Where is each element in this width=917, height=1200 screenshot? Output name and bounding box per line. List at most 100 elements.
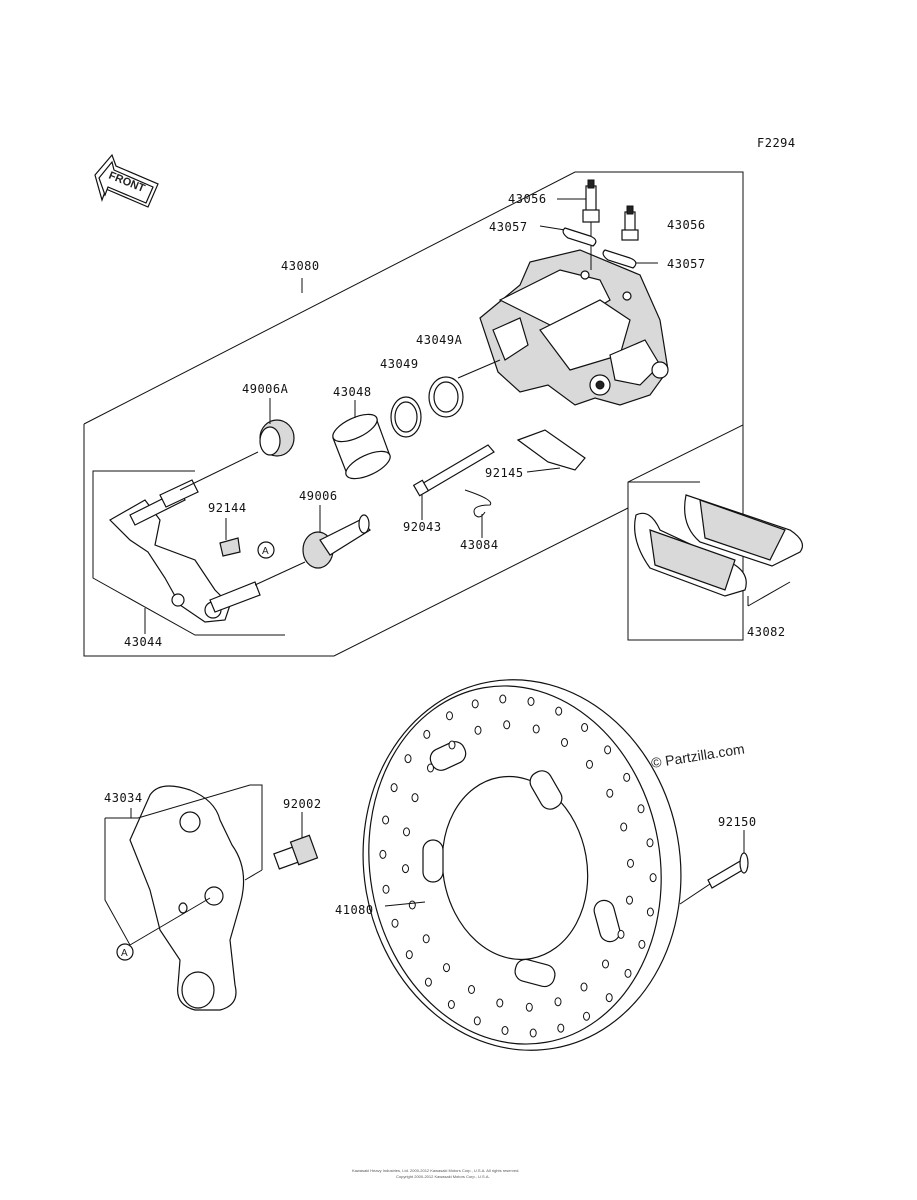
copyright-text: © Partzilla.com — [650, 740, 746, 771]
label-43049: 43049 — [380, 357, 419, 371]
label-43057b: 43057 — [667, 257, 706, 271]
label-92144: 92144 — [208, 501, 247, 515]
disc-hole — [382, 815, 390, 825]
disc-bolt — [707, 830, 749, 889]
boot-49006 — [302, 514, 371, 569]
label-92043: 92043 — [403, 520, 442, 534]
reference-marker-a-2-label: A — [121, 948, 128, 959]
mount-bolt — [273, 812, 319, 870]
disc-hole — [525, 1002, 533, 1012]
disc-hole — [499, 694, 507, 704]
footer-line-1: Kawasaki Heavy Industries, Ltd. 2000-201… — [352, 1168, 519, 1173]
caliper-mount-bracket — [129, 785, 245, 1011]
disc-hole — [627, 858, 634, 868]
disc-hole — [646, 838, 654, 848]
bracket-outline — [92, 470, 285, 636]
label-43084: 43084 — [460, 538, 499, 552]
caliper-bracket — [109, 451, 306, 623]
label-43080: 43080 — [281, 259, 320, 273]
brake-pad-set — [634, 494, 803, 607]
disc-hole — [405, 950, 413, 960]
bleeder-valve-1 — [582, 179, 600, 270]
bleeder-valve-2 — [621, 205, 639, 241]
pad-spring — [516, 429, 586, 471]
disc-hole — [637, 804, 645, 814]
caliper-assembly-outline-lower — [83, 424, 629, 657]
disc-hole — [382, 884, 390, 894]
disc-hole — [408, 900, 416, 910]
disc-hole — [403, 827, 410, 837]
disc-hole — [586, 759, 593, 769]
disc-hole — [473, 1016, 481, 1026]
boot-49006a — [259, 419, 295, 457]
disc-hole — [390, 783, 398, 793]
bleeder-cap-1 — [562, 227, 597, 247]
figure-code: F2294 — [757, 136, 796, 150]
disc-hole — [561, 738, 568, 747]
disc-hole — [404, 754, 412, 764]
disc-hole — [447, 1000, 455, 1009]
disc-hole — [624, 968, 632, 978]
caliper-assembly-outline — [83, 171, 744, 641]
leader-lines — [129, 278, 711, 946]
label-43056a: 43056 — [508, 192, 547, 206]
reference-marker-a-1-label: A — [262, 546, 269, 557]
label-43044: 43044 — [124, 635, 163, 649]
label-43034: 43034 — [104, 791, 143, 805]
disc-hole — [604, 745, 612, 755]
disc-hole — [581, 723, 589, 732]
label-43048: 43048 — [333, 385, 372, 399]
disc-hole — [446, 711, 453, 721]
disc-hole — [606, 788, 614, 798]
disc-hole — [422, 934, 430, 944]
brake-disc — [362, 679, 682, 1051]
disc-hole — [626, 895, 633, 905]
disc-hole — [617, 929, 625, 939]
label-92145: 92145 — [485, 466, 524, 480]
part-labels: 43056 43056 43057 43057 43080 43049A 430… — [104, 192, 785, 917]
disc-hole — [391, 918, 399, 928]
label-49006a: 49006A — [242, 382, 289, 396]
disc-hole — [583, 1011, 590, 1021]
disc-hole — [501, 1026, 509, 1035]
reference-marker-a-2 — [116, 943, 134, 961]
label-49006: 49006 — [299, 489, 338, 503]
front-arrow-icon: FRONT — [94, 153, 159, 208]
disc-hole — [557, 1023, 565, 1033]
disc-hole — [471, 699, 479, 709]
mount-outline-2 — [105, 784, 263, 870]
label-41080: 41080 — [335, 903, 374, 917]
disc-hole — [602, 959, 609, 969]
disc-hole — [427, 763, 434, 773]
disc-hole — [379, 849, 387, 859]
piston — [332, 413, 391, 480]
bleeder-cap-2 — [602, 249, 637, 269]
disc-hole — [503, 720, 511, 730]
disc-hole — [649, 873, 657, 883]
disc-hole — [580, 982, 588, 992]
disc-hole — [468, 985, 475, 994]
slide-pin — [412, 444, 495, 497]
pad-retainer — [219, 537, 241, 557]
footer-line-2: Copyright 2000-2012 Kawasaki Motors Corp… — [396, 1174, 490, 1179]
disc-hole — [423, 729, 431, 739]
disc-hole — [529, 1028, 537, 1038]
disc-hole — [532, 724, 540, 734]
label-92150: 92150 — [718, 815, 757, 829]
label-43057a: 43057 — [489, 220, 528, 234]
disc-hole — [623, 772, 631, 782]
caliper-body — [457, 249, 669, 406]
disc-hole — [496, 998, 504, 1008]
disc-hole — [448, 740, 456, 750]
disc-hole — [605, 993, 613, 1003]
label-92002: 92002 — [283, 797, 322, 811]
disc-hole — [554, 997, 562, 1007]
disc-hole — [638, 939, 646, 949]
disc-hole — [402, 864, 409, 874]
mount-outline — [104, 818, 131, 946]
label-43056b: 43056 — [667, 218, 706, 232]
disc-hole — [411, 793, 419, 803]
disc-hole — [527, 697, 535, 706]
